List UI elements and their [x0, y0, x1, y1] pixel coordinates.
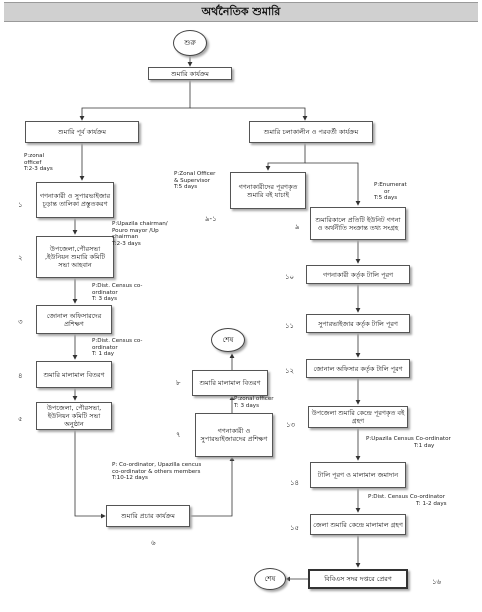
- district-receive-box: জেলা শুমারি কেন্দ্রে মালামাল গ্রহণ: [310, 514, 406, 535]
- step-number-1: ১: [18, 201, 23, 209]
- enumerator-training-box: গণনাকারী ও সুপারভাইজারদের প্রশিক্ষণ: [195, 413, 273, 457]
- end-node-left: শেষ: [211, 328, 245, 352]
- zonal-officer-training-box: জোনাল অফিসারদের প্রশিক্ষণ: [36, 305, 112, 334]
- material-distribution-box-left: শুমারি মালামাল বিতরণ: [36, 361, 112, 388]
- census-program-box: শুমারি কার্যক্রম: [148, 67, 232, 80]
- supervisor-tally-box: সুপারভাইজার কর্তৃক টালি পূরণ: [306, 314, 410, 333]
- step-number-5: ৫: [18, 415, 23, 423]
- end-node-bottom: শেষ: [254, 568, 286, 590]
- material-distribution-box-mid: শুমারি মালামাল বিতরণ: [192, 370, 268, 396]
- zonal-tally-box: জোনাল অফিসার কর্তৃক টালি পূরণ: [306, 359, 410, 378]
- committee-meeting-call-box: উপজেলা,পৌরসভা ,ইউনিয়ন শুমারি কমিটি সভা …: [36, 236, 114, 278]
- page-title: অর্থনৈতিক শুমারি: [4, 2, 478, 22]
- during-census-box: শুমারি চলাকালীন ও পরবর্তী কার্যক্রম: [249, 121, 373, 143]
- step-number-12: ১২: [285, 367, 295, 375]
- tally-submission-box: টালি পূরণ ও মালামাল জমাদান: [310, 462, 406, 488]
- data-collection-box: শুমারিকালে প্রতিটি ইউনিট গণনা ও অর্থনীতি…: [310, 207, 406, 240]
- committee-meeting-held-box: উপজেলা, পৌরসভা, ইউনিয়ন কমিটি সভা অনুষ্ঠ…: [36, 402, 112, 430]
- step-number-9-1: ৯-১: [205, 215, 217, 223]
- step-number-6: ৬: [151, 539, 156, 547]
- step-number-3: ৩: [18, 318, 23, 326]
- step-number-11: ১১: [285, 322, 295, 330]
- start-node: শুরু: [173, 30, 207, 56]
- step-number-9: ৯: [295, 223, 300, 231]
- publicity-box: শুমারি প্রচার কার্যক্রম: [106, 505, 190, 527]
- bbs-hq-send-box: বিবিএস সদর দপ্তরে প্রেরণ: [308, 569, 408, 589]
- step-number-8: ৮: [176, 379, 181, 387]
- step-number-13: ১৩: [286, 421, 296, 429]
- upazila-receive-box: উপজেলা শুমারি কেন্দ্রে পূরণকৃত বই গ্রহণ: [308, 406, 408, 428]
- step-number-14: ১৪: [290, 479, 300, 487]
- step-number-15: ১৫: [290, 524, 300, 532]
- final-list-box: গণনাকারী ও সুপারভাইজার চূড়ান্ত তালিকা প…: [36, 182, 114, 218]
- step-number-10: ১০: [285, 273, 295, 281]
- enumerator-tally-box: গণনাকারী কর্তৃক টালি পূরণ: [306, 265, 410, 284]
- step-number-4: ৪: [18, 372, 23, 380]
- pre-census-box: শুমারি পূর্ব কার্যক্রম: [25, 121, 139, 143]
- step-number-2: ২: [18, 254, 23, 262]
- book-check-box: গণনাকারীদের পূরণকৃত শুমারি বই যাচাই: [230, 172, 306, 209]
- step-number-16: ১৬: [432, 578, 442, 586]
- step-number-7: ৭: [176, 431, 181, 439]
